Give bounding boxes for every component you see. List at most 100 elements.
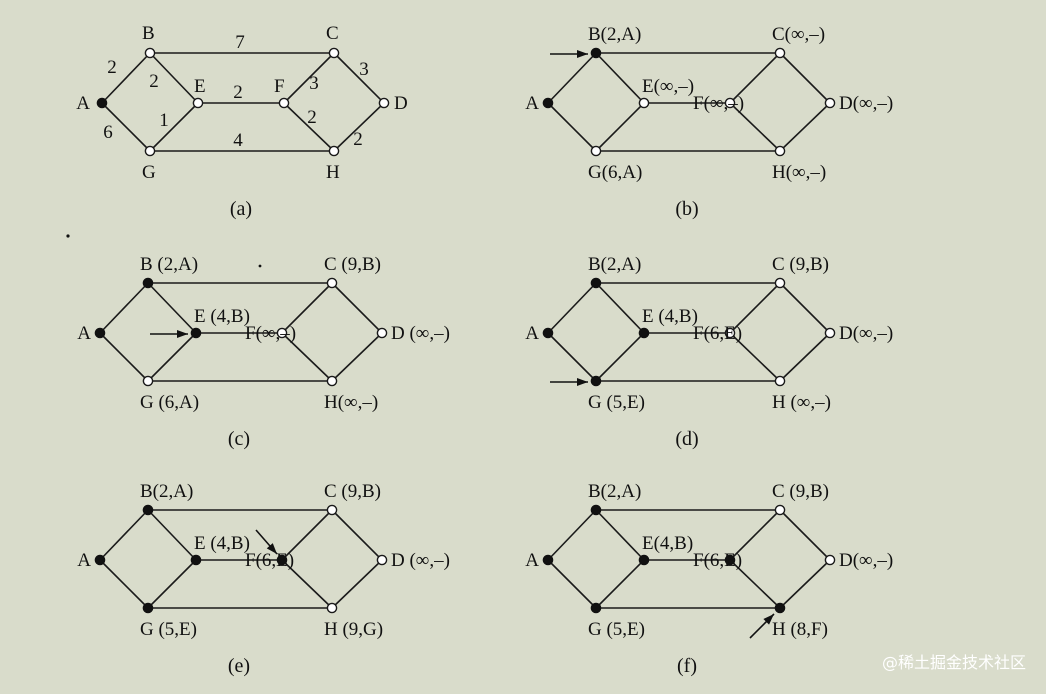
panel-c: AB (2,A)C (9,B)D (∞,–)E (4,B)F(∞,–)G (6,… xyxy=(77,254,450,450)
node-G xyxy=(590,602,602,614)
edge-A-B xyxy=(547,509,597,561)
node-label-D: D (∞,–) xyxy=(391,323,450,344)
edge-weight: 4 xyxy=(233,130,243,151)
node-label-G: G (5,E) xyxy=(588,392,645,413)
node-label-B: B(2,A) xyxy=(588,481,641,502)
edge-B-E xyxy=(147,282,197,334)
edge-F-C xyxy=(281,509,333,561)
node-E xyxy=(192,97,204,109)
edge-C-D xyxy=(331,282,383,334)
node-C xyxy=(328,47,340,59)
node-label-B: B(2,A) xyxy=(140,481,193,502)
node-C xyxy=(326,277,338,289)
edge-H-D xyxy=(779,102,831,152)
node-label-E: E (4,B) xyxy=(642,306,698,327)
edge-A-B xyxy=(547,282,597,334)
edge-weight: 2 xyxy=(307,107,317,128)
edge-weight: 7 xyxy=(235,32,245,53)
node-label-G: G xyxy=(142,162,156,183)
edge-B-E xyxy=(149,52,199,104)
node-label-H: H (8,F) xyxy=(772,619,828,640)
node-label-E: E(∞,–) xyxy=(642,76,694,97)
edge-B-E xyxy=(595,52,645,104)
node-label-G: G (5,E) xyxy=(588,619,645,640)
node-D xyxy=(824,97,836,109)
edge-A-G xyxy=(547,559,597,609)
edge-H-D xyxy=(331,332,383,382)
node-label-E: E (4,B) xyxy=(194,533,250,554)
node-G xyxy=(590,145,602,157)
node-label-A: A xyxy=(77,550,91,571)
node-H xyxy=(774,375,786,387)
node-label-G: G (5,E) xyxy=(140,619,197,640)
node-label-C: C xyxy=(326,23,339,44)
node-label-F: F(6,E) xyxy=(693,550,742,571)
node-label-F: F(∞,–) xyxy=(693,93,744,114)
node-B xyxy=(590,47,602,59)
node-G xyxy=(144,145,156,157)
edge-weight: 1 xyxy=(159,110,169,131)
edge-F-H xyxy=(729,102,781,152)
edge-weight: 2 xyxy=(353,129,363,150)
node-label-C: C(∞,–) xyxy=(772,24,825,45)
edge-C-D xyxy=(779,509,831,561)
edge-F-H xyxy=(283,102,335,152)
node-A xyxy=(542,554,554,566)
node-C xyxy=(326,504,338,516)
edge-weight: 3 xyxy=(309,73,319,94)
node-label-C: C (9,B) xyxy=(772,481,829,502)
panel-e: AB(2,A)C (9,B)D (∞,–)E (4,B)F(6,E)G (5,E… xyxy=(77,481,450,677)
node-label-A: A xyxy=(525,550,539,571)
node-label-A: A xyxy=(76,93,90,114)
node-label-F: F xyxy=(274,76,285,97)
arrow-head-icon xyxy=(577,378,588,386)
edge-weight: 3 xyxy=(359,59,369,80)
edge-A-G xyxy=(99,559,149,609)
stray-dot xyxy=(258,264,262,268)
edge-F-H xyxy=(281,559,333,609)
watermark: @稀土掘金技术社区 xyxy=(882,653,1026,672)
node-label-E: E (4,B) xyxy=(194,306,250,327)
node-F xyxy=(724,554,736,566)
edge-F-H xyxy=(729,559,781,609)
node-E xyxy=(638,554,650,566)
node-G xyxy=(142,602,154,614)
edge-C-D xyxy=(779,282,831,334)
node-B xyxy=(590,504,602,516)
node-label-B: B(2,A) xyxy=(588,24,641,45)
panel-caption: (b) xyxy=(675,198,698,220)
edge-F-C xyxy=(283,52,335,104)
node-D xyxy=(376,327,388,339)
panel-b: AB(2,A)C(∞,–)D(∞,–)E(∞,–)F(∞,–)G(6,A)H(∞… xyxy=(525,24,893,220)
edge-G-E xyxy=(147,332,197,382)
node-F xyxy=(278,97,290,109)
node-E xyxy=(638,97,650,109)
arrow-head-icon xyxy=(577,50,588,58)
edge-F-C xyxy=(729,509,781,561)
edge-A-B xyxy=(99,509,149,561)
node-label-D: D(∞,–) xyxy=(839,550,893,571)
edge-H-D xyxy=(331,559,383,609)
edge-G-E xyxy=(147,559,197,609)
arrow-head-icon xyxy=(177,330,188,338)
node-E xyxy=(190,554,202,566)
node-A xyxy=(542,327,554,339)
node-label-F: F(∞,–) xyxy=(245,323,296,344)
node-D xyxy=(824,327,836,339)
node-label-E: E(4,B) xyxy=(642,533,693,554)
node-H xyxy=(326,602,338,614)
node-F xyxy=(724,97,736,109)
node-label-G: G(6,A) xyxy=(588,162,642,183)
panel-f: A B(2,A) C (9,B) D(∞,–) E(4,B)F(6,E) G (5,E) H… xyxy=(525,481,893,677)
node-label-H: H (∞,–) xyxy=(772,392,831,413)
node-H xyxy=(326,375,338,387)
edge-H-D xyxy=(333,102,385,152)
panel-caption: (c) xyxy=(228,428,250,450)
node-label-D: D xyxy=(394,93,408,114)
arrow-head-icon xyxy=(763,614,774,625)
panel-caption: (f) xyxy=(677,655,697,677)
node-label-A: A xyxy=(525,93,539,114)
node-F xyxy=(276,554,288,566)
panel-caption: (a) xyxy=(230,198,252,220)
node-E xyxy=(190,327,202,339)
